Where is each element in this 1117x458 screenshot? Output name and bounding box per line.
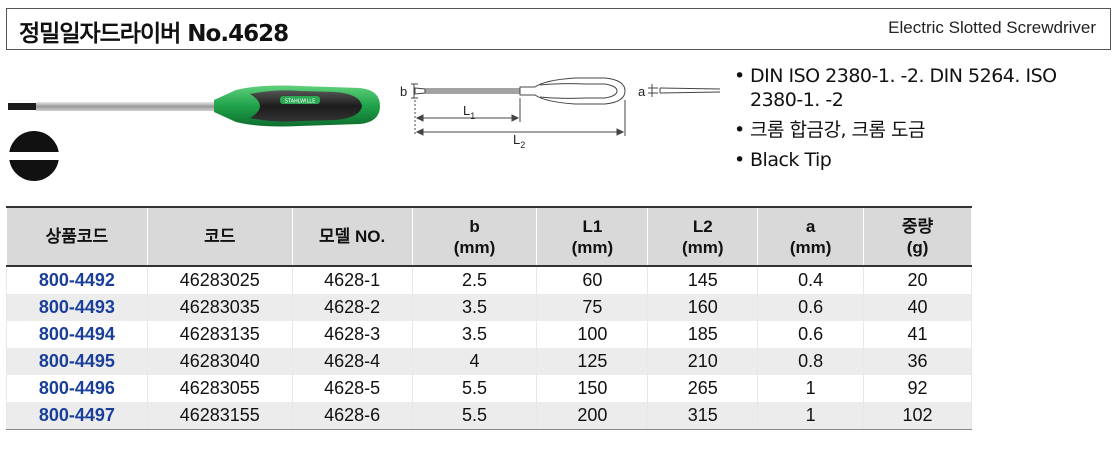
l1-cell: 100 bbox=[536, 321, 649, 348]
table-row: 800-4493 46283035 4628-2 3.5 75 160 0.6 … bbox=[6, 294, 972, 321]
spec-item: •Black Tip bbox=[734, 149, 832, 171]
screwdriver-brand-band bbox=[280, 96, 320, 104]
page-subtitle: Electric Slotted Screwdriver bbox=[888, 18, 1096, 37]
model-cell: 4628-3 bbox=[291, 321, 413, 348]
column-header-model-no: 모델 NO. bbox=[291, 206, 413, 267]
product-code-cell[interactable]: 800-4495 bbox=[6, 348, 148, 375]
l2-cell: 210 bbox=[647, 348, 759, 375]
weight-cell: 102 bbox=[863, 402, 972, 430]
column-header-b: b(mm) bbox=[411, 206, 538, 267]
table-row: 800-4496 46283055 4628-5 5.5 150 265 1 9… bbox=[6, 375, 972, 402]
spec-list: •DIN ISO 2380-1. -2. DIN 5264. ISO 2380-… bbox=[734, 64, 1109, 178]
label-a: a bbox=[638, 84, 646, 99]
b-cell: 2.5 bbox=[411, 266, 538, 294]
model-cell: 4628-1 bbox=[291, 266, 413, 294]
column-header-code: 코드 bbox=[146, 206, 293, 267]
spec-item: •DIN ISO 2380-1. -2. DIN 5264. ISO 2380-… bbox=[734, 65, 1057, 111]
label-b: b bbox=[400, 84, 407, 99]
product-code-cell[interactable]: 800-4494 bbox=[6, 321, 148, 348]
page-title: 정밀일자드라이버 No.4628 bbox=[19, 21, 289, 47]
b-cell: 3.5 bbox=[411, 294, 538, 321]
a-cell: 0.8 bbox=[757, 348, 865, 375]
code-cell: 46283035 bbox=[146, 294, 293, 321]
table-row: 800-4494 46283135 4628-3 3.5 100 185 0.6… bbox=[6, 321, 972, 348]
product-code-cell[interactable]: 800-4492 bbox=[6, 266, 148, 294]
label-L1: L1 bbox=[463, 103, 475, 121]
b-cell: 5.5 bbox=[411, 375, 538, 402]
product-illustration: STAHLWILLE bbox=[8, 77, 721, 181]
l1-cell: 125 bbox=[536, 348, 649, 375]
model-cell: 4628-5 bbox=[291, 375, 413, 402]
weight-cell: 40 bbox=[863, 294, 972, 321]
l1-cell: 75 bbox=[536, 294, 649, 321]
model-cell: 4628-2 bbox=[291, 294, 413, 321]
code-cell: 46283055 bbox=[146, 375, 293, 402]
l1-cell: 150 bbox=[536, 375, 649, 402]
screwdriver-shaft bbox=[36, 102, 216, 111]
code-cell: 46283155 bbox=[146, 402, 293, 430]
l2-cell: 145 bbox=[647, 266, 759, 294]
spec-item: •크롬 합금강, 크롬 도금 bbox=[734, 119, 925, 141]
b-cell: 5.5 bbox=[411, 402, 538, 430]
dimension-drawing bbox=[411, 77, 721, 136]
screwdriver-photo: STAHLWILLE bbox=[8, 85, 380, 127]
a-cell: 0.4 bbox=[757, 266, 865, 294]
product-table: 상품코드 코드 모델 NO. b(mm) L1(mm) L2(mm) a(mm)… bbox=[6, 206, 972, 430]
code-cell: 46283040 bbox=[146, 348, 293, 375]
column-header-a: a(mm) bbox=[757, 206, 865, 267]
title-bar: 정밀일자드라이버 No.4628 Electric Slotted Screwd… bbox=[6, 8, 1111, 50]
code-cell: 46283025 bbox=[146, 266, 293, 294]
weight-cell: 36 bbox=[863, 348, 972, 375]
model-cell: 4628-4 bbox=[291, 348, 413, 375]
l1-cell: 60 bbox=[536, 266, 649, 294]
l2-cell: 160 bbox=[647, 294, 759, 321]
code-cell: 46283135 bbox=[146, 321, 293, 348]
table-row: 800-4495 46283040 4628-4 4 125 210 0.8 3… bbox=[6, 348, 972, 375]
model-cell: 4628-6 bbox=[291, 402, 413, 430]
b-cell: 4 bbox=[411, 348, 538, 375]
weight-cell: 92 bbox=[863, 375, 972, 402]
l2-cell: 265 bbox=[647, 375, 759, 402]
l1-cell: 200 bbox=[536, 402, 649, 430]
slotted-head-icon bbox=[9, 131, 59, 181]
table-row: 800-4492 46283025 4628-1 2.5 60 145 0.4 … bbox=[6, 266, 972, 294]
a-cell: 0.6 bbox=[757, 321, 865, 348]
column-header-weight: 중량(g) bbox=[863, 206, 972, 267]
b-cell: 3.5 bbox=[411, 321, 538, 348]
column-header-l2: L2(mm) bbox=[647, 206, 759, 267]
product-code-cell[interactable]: 800-4497 bbox=[6, 402, 148, 430]
l2-cell: 185 bbox=[647, 321, 759, 348]
label-L2: L2 bbox=[513, 132, 525, 150]
weight-cell: 41 bbox=[863, 321, 972, 348]
screwdriver-tip bbox=[8, 103, 38, 110]
screwdriver-brand-mark: STAHLWILLE bbox=[285, 99, 316, 105]
product-code-cell[interactable]: 800-4496 bbox=[6, 375, 148, 402]
screwdriver-handle-black bbox=[250, 90, 362, 122]
weight-cell: 20 bbox=[863, 266, 972, 294]
a-cell: 1 bbox=[757, 402, 865, 430]
table-header-row: 상품코드 코드 모델 NO. b(mm) L1(mm) L2(mm) a(mm)… bbox=[6, 206, 972, 267]
l2-cell: 315 bbox=[647, 402, 759, 430]
column-header-product-code: 상품코드 bbox=[6, 206, 148, 267]
a-cell: 1 bbox=[757, 375, 865, 402]
table-row: 800-4497 46283155 4628-6 5.5 200 315 1 1… bbox=[6, 402, 972, 430]
a-cell: 0.6 bbox=[757, 294, 865, 321]
column-header-l1: L1(mm) bbox=[536, 206, 649, 267]
product-code-cell[interactable]: 800-4493 bbox=[6, 294, 148, 321]
